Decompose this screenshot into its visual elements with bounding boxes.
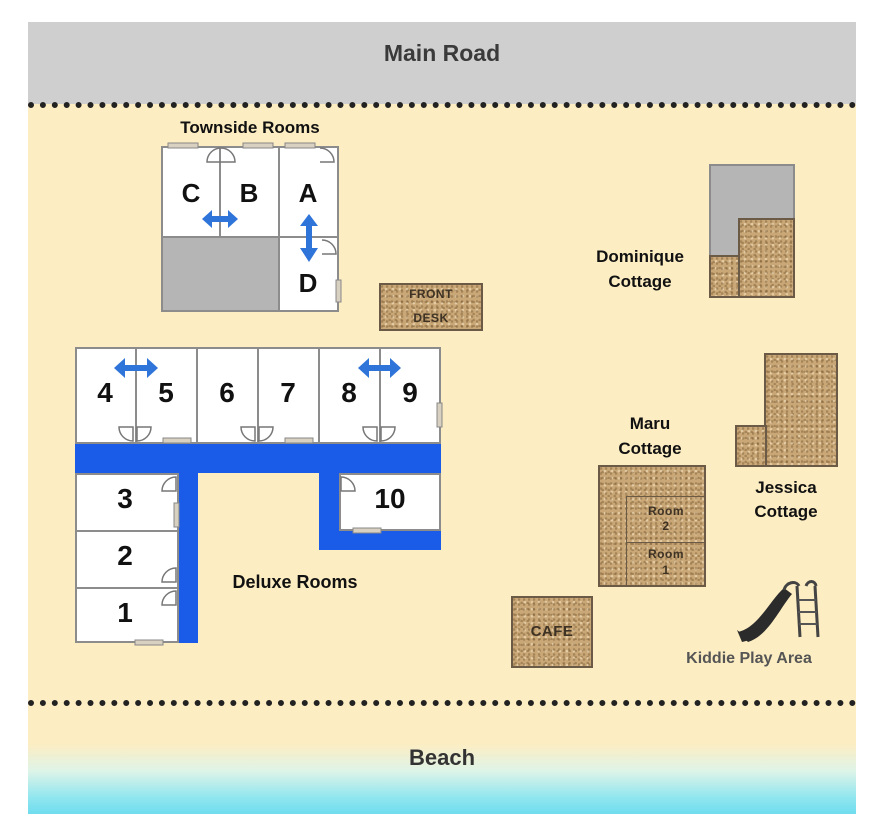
- dominique-cottage-label-line1: Dominique: [596, 247, 684, 266]
- cafe[interactable]: [511, 596, 593, 668]
- window-icon: [335, 279, 342, 303]
- maru-room-2-label-line2: 2: [662, 519, 670, 533]
- front-desk-label-line1: FRONT: [409, 287, 453, 301]
- deluxe-room-1-label: 1: [117, 597, 133, 628]
- door-icon: [118, 426, 134, 442]
- maru-room-1-label-line2: 1: [662, 563, 670, 577]
- window-icon: [284, 437, 314, 444]
- door-icon: [321, 239, 337, 255]
- window-icon: [284, 142, 316, 149]
- dominique-cottage-wing[interactable]: [738, 218, 795, 298]
- front-desk[interactable]: [379, 283, 483, 331]
- room-d-label: D: [298, 268, 318, 298]
- door-icon: [206, 147, 222, 163]
- main-road-label: Main Road: [383, 40, 501, 66]
- deluxe-room-3-label: 3: [117, 483, 133, 514]
- dominique-cottage-label-line2: Cottage: [608, 272, 672, 291]
- deluxe-corridor-side: [177, 443, 198, 643]
- door-icon: [362, 426, 378, 442]
- door-icon: [380, 426, 396, 442]
- townside-rooms-label: Townside Rooms: [180, 118, 320, 137]
- window-icon: [173, 502, 180, 528]
- deluxe-room-9-label: 9: [402, 377, 418, 408]
- deluxe-room-1[interactable]: [75, 587, 179, 643]
- connecting-arrow-icon: [202, 210, 238, 228]
- deluxe-room-4-label: 4: [97, 377, 113, 408]
- window-icon: [436, 402, 443, 428]
- maru-cottage-label-line1: Maru: [629, 414, 671, 433]
- connecting-arrow-icon: [358, 358, 401, 378]
- jessica-cottage-label-line1: Jessica: [755, 478, 817, 497]
- jessica-cottage-main[interactable]: [764, 353, 838, 467]
- kiddie-play-area-label: Kiddie Play Area: [686, 650, 812, 667]
- door-icon: [161, 567, 177, 583]
- connecting-arrow-icon: [300, 214, 318, 262]
- deluxe-rooms-label: Deluxe Rooms: [232, 572, 358, 592]
- deluxe-corridor-room10: [319, 443, 341, 550]
- window-icon: [167, 142, 199, 149]
- door-icon: [240, 426, 256, 442]
- deluxe-room-2-label: 2: [117, 540, 133, 571]
- deluxe-corridor-room10-bottom: [319, 530, 441, 550]
- dominique-cottage-porch: [709, 255, 740, 298]
- door-icon: [220, 147, 236, 163]
- room-b-label: B: [239, 178, 259, 208]
- maru-room-1-label-line1: Room: [648, 547, 684, 561]
- townside-common-area: [161, 236, 280, 312]
- deluxe-corridor-top: [75, 443, 441, 473]
- maru-cottage[interactable]: [598, 465, 706, 587]
- door-icon: [340, 476, 356, 492]
- window-icon: [242, 142, 274, 149]
- main-road: [28, 22, 856, 104]
- door-icon: [319, 147, 335, 163]
- jessica-cottage-label-line2: Cottage: [754, 502, 818, 521]
- deluxe-room-10[interactable]: [339, 473, 441, 531]
- window-icon: [352, 527, 382, 534]
- maru-inner-rooms: [626, 496, 706, 587]
- front-desk-label-line2: DESK: [413, 311, 449, 325]
- window-icon: [162, 437, 192, 444]
- room-c-label: C: [181, 178, 201, 208]
- connecting-arrow-icon: [114, 358, 158, 378]
- deluxe-room-7-label: 7: [280, 377, 296, 408]
- deluxe-room-10-label: 10: [374, 483, 406, 514]
- door-icon: [161, 590, 177, 606]
- beach-label: Beach: [408, 745, 476, 770]
- door-icon: [258, 426, 274, 442]
- door-icon: [136, 426, 152, 442]
- maru-cottage-label-line2: Cottage: [618, 439, 682, 458]
- room-a-label: A: [298, 178, 318, 208]
- maru-room-divider: [626, 542, 706, 543]
- maru-room-2-label-line1: Room: [648, 504, 684, 518]
- jessica-cottage-wing: [735, 425, 767, 467]
- road-boundary-line: [28, 102, 856, 108]
- beach-boundary-line: [28, 700, 856, 706]
- deluxe-room-6-label: 6: [219, 377, 235, 408]
- window-icon: [134, 639, 164, 646]
- deluxe-room-8-label: 8: [341, 377, 357, 408]
- cafe-label: CAFE: [530, 623, 574, 640]
- door-icon: [161, 476, 177, 492]
- deluxe-room-5-label: 5: [158, 377, 174, 408]
- beach-area: [28, 706, 856, 814]
